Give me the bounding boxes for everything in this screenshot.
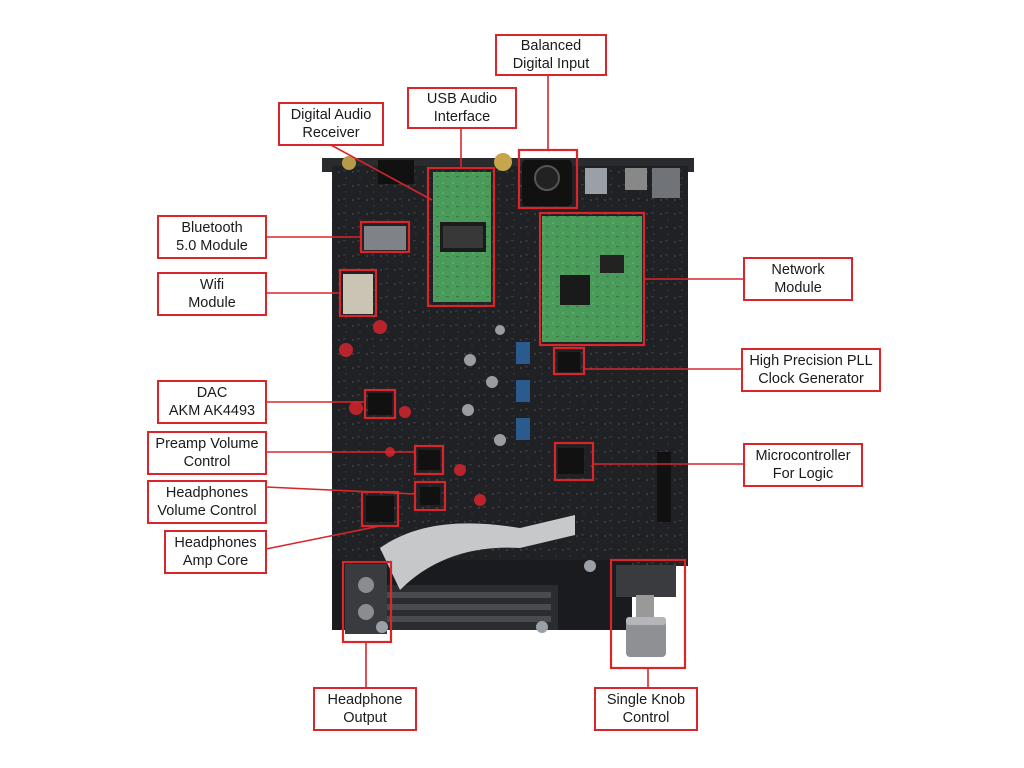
label-line: Preamp Volume	[155, 436, 259, 452]
label-balanced-digital-input: Balanced Digital Input	[495, 34, 607, 76]
encoder	[616, 565, 676, 597]
label-usb-audio-interface: USB Audio Interface	[407, 87, 517, 129]
label-dac: DAC AKM AK4493	[157, 380, 267, 424]
label-line: For Logic	[772, 466, 834, 482]
bluetooth-chip	[364, 226, 406, 250]
label-line: Wifi	[199, 277, 225, 293]
label-line: Digital Audio	[290, 107, 372, 123]
label-line: Balanced	[520, 38, 582, 54]
label-headphones-amp-core: Headphones Amp Core	[164, 530, 267, 574]
label-single-knob-control: Single Knob Control	[594, 687, 698, 731]
highlight-preamp	[413, 444, 445, 476]
hp-amp-chip	[366, 496, 394, 522]
highlight-dac	[363, 388, 397, 420]
wifi-chip	[343, 274, 373, 314]
dac-chip	[368, 393, 392, 415]
network-board	[542, 216, 642, 342]
label-line: Digital Input	[512, 56, 590, 72]
label-line: Clock Generator	[758, 371, 864, 387]
label-line: AKM AK4493	[168, 403, 256, 419]
highlight-mcu	[553, 441, 595, 482]
label-line: Bluetooth	[181, 220, 243, 236]
highlight-hp-volume	[413, 480, 447, 512]
optical-port	[625, 168, 647, 190]
label-line: Output	[343, 710, 387, 726]
label-headphones-volume-control: Headphones Volume Control	[147, 480, 267, 524]
label-line: Microcontroller	[755, 448, 851, 464]
label-bluetooth-module: Bluetooth 5.0 Module	[157, 215, 267, 259]
label-line: Interface	[433, 109, 491, 125]
label-line: Headphones	[174, 535, 257, 551]
label-line: Single Knob	[606, 692, 686, 708]
label-line: Headphone	[327, 692, 403, 708]
knob	[626, 617, 666, 657]
label-preamp-volume-control: Preamp Volume Control	[147, 431, 267, 475]
label-line: Control	[183, 454, 231, 470]
label-line: 5.0 Module	[176, 238, 248, 254]
coax-connector	[494, 153, 512, 171]
label-line: Amp Core	[182, 553, 249, 569]
label-microcontroller: Microcontroller For Logic	[743, 443, 863, 487]
usb-port	[585, 168, 607, 194]
label-line: Receiver	[302, 125, 360, 141]
label-line: Module	[188, 295, 236, 311]
label-line: Network	[771, 262, 825, 278]
ribbon-cable	[380, 515, 575, 590]
label-line: DAC	[196, 385, 228, 401]
label-line: Module	[774, 280, 822, 296]
ethernet-port	[652, 168, 680, 198]
label-line: Volume Control	[157, 503, 257, 519]
label-line: Headphones	[165, 485, 249, 501]
highlight-headphone-output	[341, 560, 393, 644]
label-wifi-module: Wifi Module	[157, 272, 267, 316]
label-headphone-output: Headphone Output	[313, 687, 417, 731]
pll-chip	[558, 352, 580, 372]
rca-connector	[342, 156, 356, 170]
label-line: Control	[622, 710, 670, 726]
highlight-pll	[552, 346, 586, 376]
label-pll-clock-generator: High Precision PLL Clock Generator	[741, 348, 881, 392]
label-digital-audio-receiver: Digital Audio Receiver	[278, 102, 384, 146]
label-line: High Precision PLL	[749, 353, 873, 369]
label-line: USB Audio	[426, 91, 498, 107]
label-network-module: Network Module	[743, 257, 853, 301]
mcu-chip	[558, 448, 584, 474]
